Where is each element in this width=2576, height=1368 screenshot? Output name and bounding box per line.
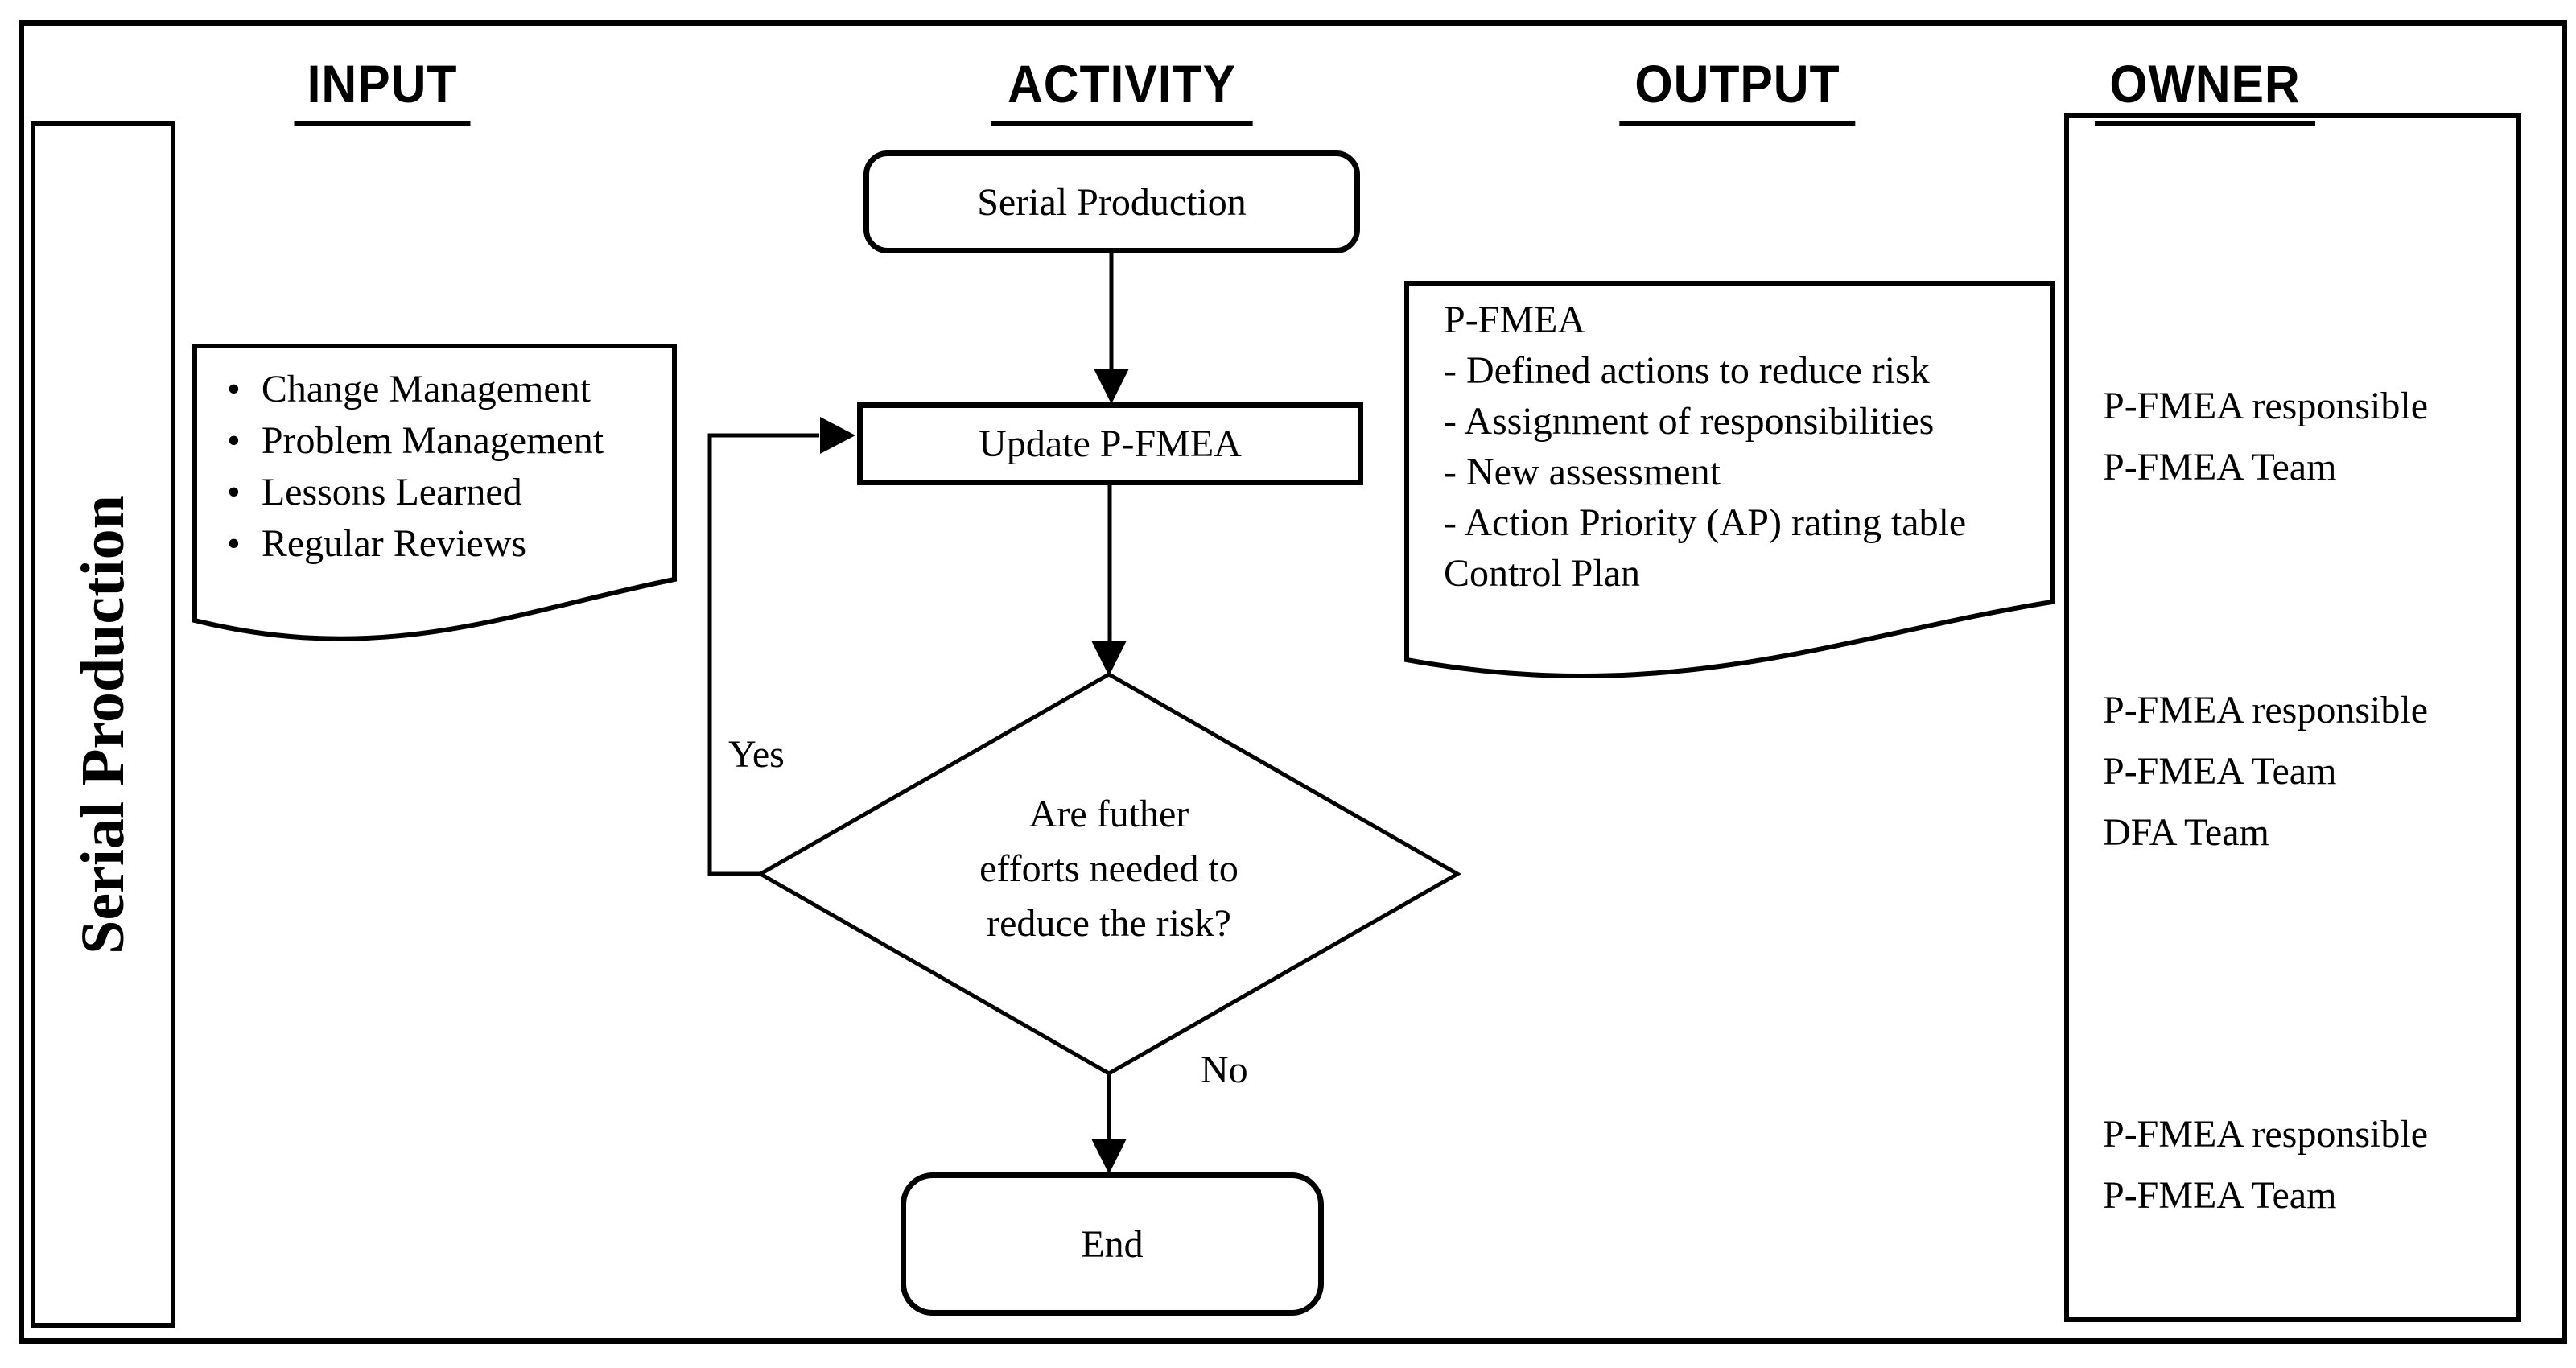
phase-band-label: Serial Production [68, 494, 137, 954]
column-header-owner: OWNER [2095, 53, 2315, 126]
owner-column-box [2064, 113, 2521, 1322]
input-list-item: Regular Reviews [227, 518, 604, 570]
update-to-decision-arrowhead-icon [1091, 641, 1127, 676]
column-header-output: OUTPUT [1619, 53, 1856, 126]
decision-line: efforts needed to [979, 847, 1239, 890]
output-document-shape [1404, 281, 2055, 679]
input-list-item-label: Lessons Learned [261, 471, 522, 513]
owner-line: P-FMEA Team [2103, 446, 2337, 488]
yes-loop-connector [707, 433, 819, 876]
input-list-item: Change Management [227, 364, 604, 415]
output-document-list: P-FMEA - Defined actions to reduce risk … [1444, 295, 1966, 599]
end-node: End [901, 1172, 1324, 1316]
input-list-item-label: Problem Management [261, 419, 604, 462]
output-list-line: - Defined actions to reduce risk [1444, 349, 1930, 392]
owner-line: P-FMEA Team [2103, 750, 2337, 793]
column-header-activity-label: ACTIVITY [1008, 54, 1236, 113]
update-pfmea-node-label: Update P-FMEA [979, 422, 1242, 465]
yes-branch-label: Yes [728, 733, 785, 776]
no-branch-label: No [1201, 1049, 1248, 1091]
start-node: Serial Production [863, 150, 1360, 253]
column-header-owner-label: OWNER [2109, 54, 2301, 113]
owner-line: DFA Team [2103, 811, 2269, 854]
column-header-activity: ACTIVITY [991, 53, 1253, 126]
output-list-line: - Assignment of responsibilities [1444, 400, 1935, 443]
output-list-line: Control Plan [1444, 552, 1641, 595]
owner-line: P-FMEA responsible [2103, 1113, 2429, 1156]
input-list-item: Problem Management [227, 415, 604, 467]
update-pfmea-node: Update P-FMEA [857, 402, 1363, 485]
decision-line: reduce the risk? [987, 902, 1231, 945]
column-header-input-label: INPUT [307, 54, 458, 113]
output-list-line: - New assessment [1444, 451, 1721, 493]
start-to-update-arrowhead-icon [1094, 369, 1129, 404]
yes-loop-arrowhead-icon [820, 417, 855, 454]
phase-band: Serial Production [31, 121, 175, 1328]
owner-group-update: P-FMEA responsible P-FMEA Team [2103, 376, 2428, 498]
output-list-line: P-FMEA [1444, 299, 1586, 341]
column-header-input: INPUT [294, 53, 471, 126]
owner-group-end: P-FMEA responsible P-FMEA Team [2103, 1104, 2428, 1226]
end-node-label: End [1081, 1222, 1144, 1266]
output-list-line: - Action Priority (AP) rating table [1444, 501, 1967, 544]
decision-node-label: Are futher efforts needed to reduce the … [868, 787, 1350, 951]
outer-border [19, 20, 2567, 1344]
decision-to-end-arrowhead-icon [1091, 1139, 1127, 1174]
owner-line: P-FMEA Team [2103, 1174, 2337, 1217]
owner-group-decision: P-FMEA responsible P-FMEA Team DFA Team [2103, 680, 2428, 863]
column-header-output-label: OUTPUT [1634, 54, 1840, 113]
input-list-item-label: Regular Reviews [261, 522, 527, 565]
owner-line: P-FMEA responsible [2103, 689, 2429, 731]
owner-line: P-FMEA responsible [2103, 385, 2429, 427]
input-document-list: Change Management Problem Management Les… [227, 364, 604, 570]
input-list-item-label: Change Management [261, 368, 591, 410]
decision-line: Are futher [1028, 793, 1189, 835]
start-node-label: Serial Production [977, 180, 1247, 224]
input-list-item: Lessons Learned [227, 467, 604, 518]
